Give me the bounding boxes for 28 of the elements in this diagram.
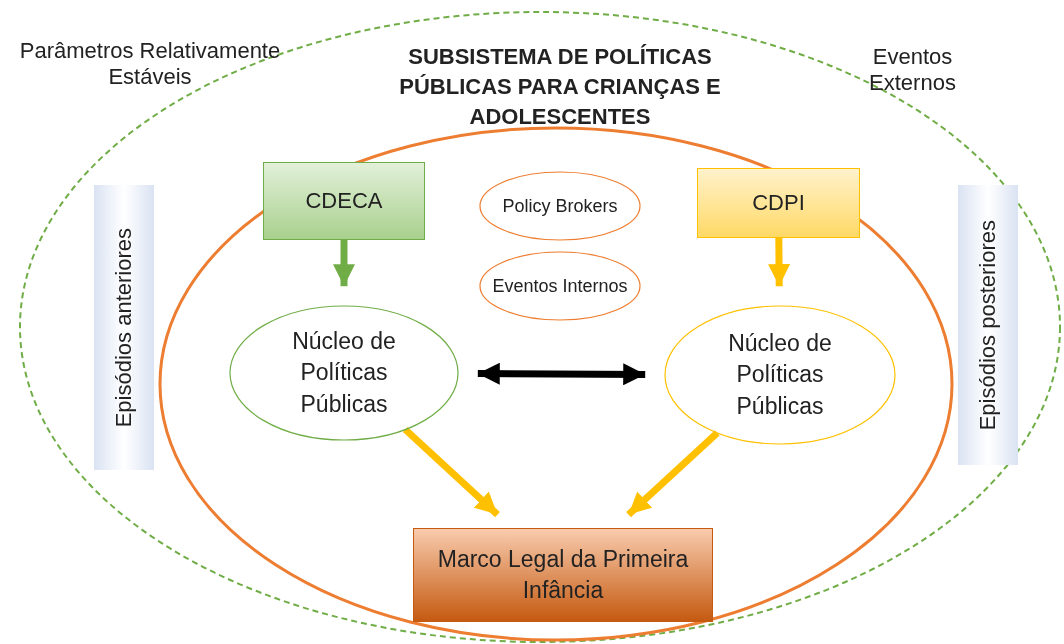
arrow: [626, 430, 720, 518]
result-box: [413, 528, 713, 622]
ellipse: [160, 128, 952, 640]
double-arrow: [477, 362, 646, 386]
node-label: Marco Legal da Primeira Infância: [436, 544, 690, 605]
rotated-label: Episódios anteriores: [111, 227, 137, 428]
arrow: [768, 237, 791, 287]
annotation-text: Parâmetros Relativamente Estáveis: [18, 38, 282, 90]
node-label: CDECA: [304, 187, 384, 216]
diagram-title: SUBSISTEMA DE POLÍTICAS PÚBLICAS PARA CRIANÇAS E ADOLESCENTES: [398, 43, 722, 131]
rotated-label: Episódios posteriores: [975, 219, 1001, 431]
node-label: Núcleo de Políticas Públicas: [727, 329, 833, 421]
episode-bar: [94, 185, 154, 470]
node-label: CDPI: [751, 189, 806, 218]
node-label: Policy Brokers: [501, 194, 619, 218]
committee-box: [697, 168, 860, 238]
dashed-ellipse: [20, 12, 1060, 642]
arrow: [333, 240, 355, 287]
annotation-text: Eventos Externos: [868, 44, 957, 96]
committee-box: [263, 162, 425, 240]
arrow: [402, 426, 500, 518]
ellipse-node: [230, 306, 458, 440]
node-label: Núcleo de Políticas Públicas: [291, 327, 397, 419]
node-label: Eventos Internos: [491, 274, 629, 298]
ellipse-node: [480, 252, 640, 320]
ellipse-node: [665, 306, 895, 444]
ellipse-node: [480, 172, 640, 240]
episode-bar: [958, 185, 1018, 465]
